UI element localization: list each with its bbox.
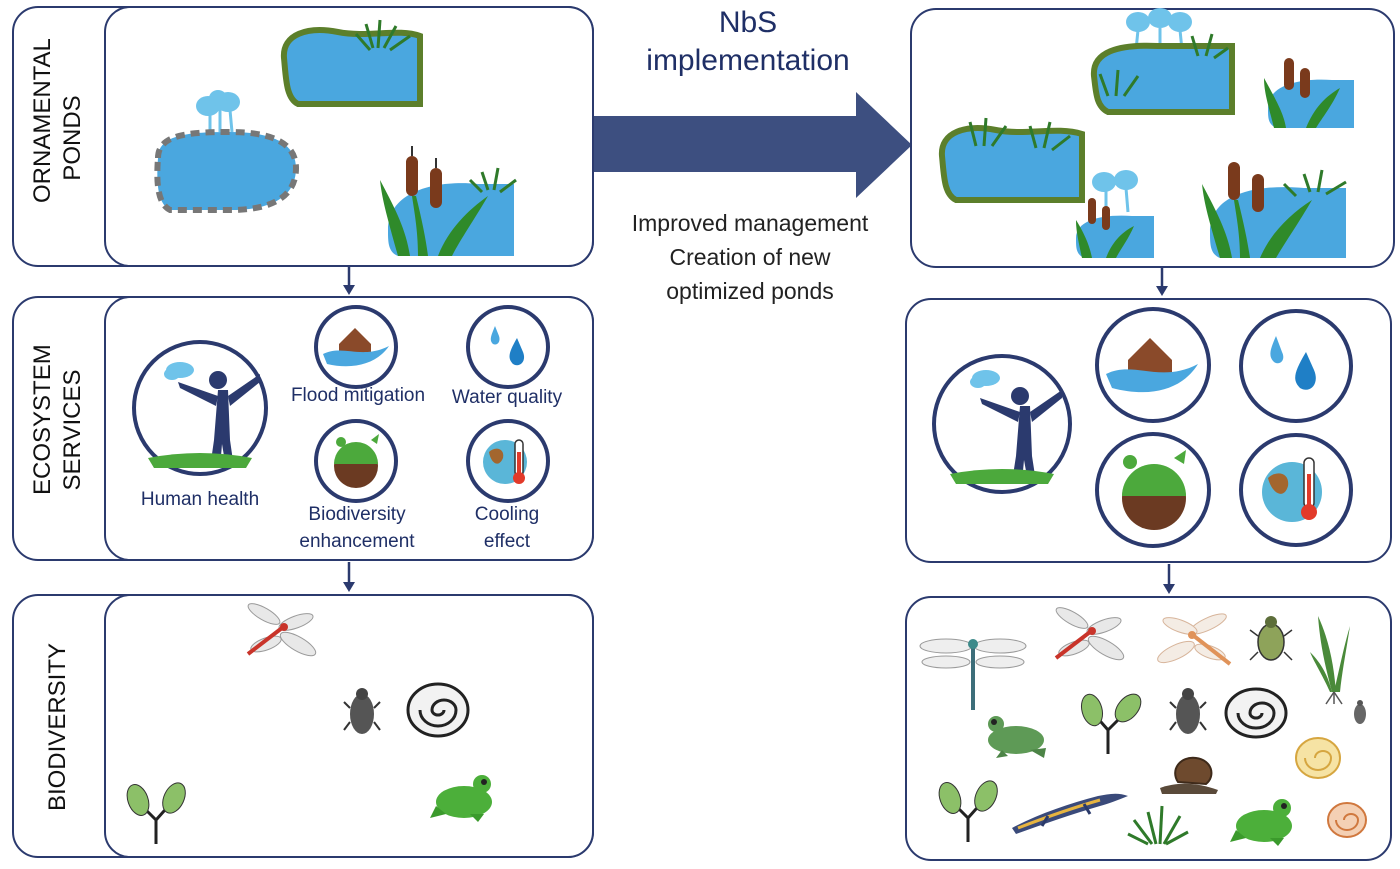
- grass-tuft-icon: [1127, 805, 1189, 846]
- cooling-effect-right-icon: [1239, 433, 1353, 547]
- fountain-cattail-right-icon: [1076, 170, 1154, 258]
- snail-shell-right-icon: [1224, 687, 1288, 739]
- water-beetle-icon: [343, 688, 381, 734]
- human-health-right-icon: [932, 354, 1072, 494]
- services-row-label: ECOSYSTEM SERVICES: [28, 344, 92, 495]
- green-bug-icon: [1249, 616, 1293, 661]
- down-arrow-right-2: [1163, 564, 1175, 594]
- label-water-quality: Water quality: [451, 387, 563, 408]
- fountain-pond-icon: [154, 90, 300, 213]
- frog-right-2-icon: [1230, 799, 1292, 846]
- label-human-health: Human health: [140, 489, 260, 510]
- label-line: Cooling: [474, 504, 540, 525]
- human-health-icon: [132, 340, 268, 476]
- label-line: effect: [483, 531, 531, 552]
- nbs-description: Improved management Creation of new opti…: [600, 206, 900, 308]
- dragonfly-red-right-icon: [1054, 607, 1125, 661]
- row-label-line: ECOSYSTEM: [29, 344, 56, 495]
- cattail-pond-icon: [380, 146, 517, 256]
- label-line: Biodiversity: [308, 504, 406, 525]
- cooling-effect-icon: [466, 419, 550, 503]
- title-line: NbS: [718, 6, 778, 39]
- dragonfly-orange-icon: [1157, 613, 1232, 666]
- biodiversity-row-label: BIODIVERSITY: [43, 637, 77, 817]
- frog-icon: [430, 775, 492, 822]
- biodiversity-panel-left: [104, 594, 594, 858]
- newt-icon: [1012, 793, 1128, 834]
- cattail-small-right-icon: [1264, 58, 1354, 128]
- nbs-title: NbS implementation: [598, 4, 898, 80]
- water-quality-icon: [466, 305, 550, 389]
- title-line: implementation: [646, 44, 850, 77]
- snail-shell-icon: [406, 682, 470, 738]
- small-beetle-icon: [1354, 700, 1366, 724]
- pond-snail-icon: [1160, 756, 1218, 794]
- row-label-line: SERVICES: [59, 369, 86, 491]
- fountain-pond-right-icon: [1090, 8, 1235, 115]
- aquatic-plant-icon: [1310, 616, 1350, 705]
- biodiversity-enhancement-right-icon: [1095, 432, 1211, 548]
- cattail-pond-right-icon: [1202, 162, 1347, 258]
- dragonfly-blue-icon: [919, 638, 1027, 710]
- label-line: enhancement: [299, 531, 415, 552]
- row-label-line: ORNAMENTAL: [29, 38, 56, 203]
- plant-sprout-right-2-icon: [938, 780, 998, 842]
- biodiversity-enhancement-icon: [314, 419, 398, 503]
- pond-green-rim-right-icon: [938, 117, 1085, 203]
- desc-line: optimized ponds: [666, 278, 834, 304]
- flood-mitigation-icon: [314, 305, 398, 389]
- down-arrow-right-1: [1156, 268, 1168, 296]
- dragonfly-red-icon: [246, 603, 317, 657]
- orange-shell-icon: [1327, 802, 1367, 838]
- water-beetle-right-icon: [1169, 688, 1207, 734]
- ponds-row-label: ORNAMENTAL PONDS: [28, 38, 92, 203]
- water-quality-right-icon: [1239, 309, 1353, 423]
- flood-mitigation-right-icon: [1095, 307, 1211, 423]
- down-arrow-left-1: [343, 267, 355, 295]
- plant-sprout-icon: [126, 782, 186, 844]
- desc-line: Improved management: [631, 210, 869, 236]
- yellow-shell-icon: [1295, 737, 1341, 779]
- row-label-line: PONDS: [59, 95, 86, 181]
- frog-right-1-icon: [988, 716, 1046, 758]
- big-right-arrow: [594, 92, 912, 198]
- down-arrow-left-2: [343, 562, 355, 592]
- row-label-line: BIODIVERSITY: [44, 642, 71, 812]
- pond-green-rim-icon: [280, 19, 423, 107]
- label-cooling-effect: Cooling effect: [450, 501, 564, 555]
- desc-line: Creation of new: [669, 244, 831, 270]
- label-flood-mitigation: Flood mitigation: [290, 385, 426, 406]
- label-biodiversity-enhancement: Biodiversity enhancement: [280, 501, 434, 555]
- plant-sprout-right-1-icon: [1080, 693, 1142, 754]
